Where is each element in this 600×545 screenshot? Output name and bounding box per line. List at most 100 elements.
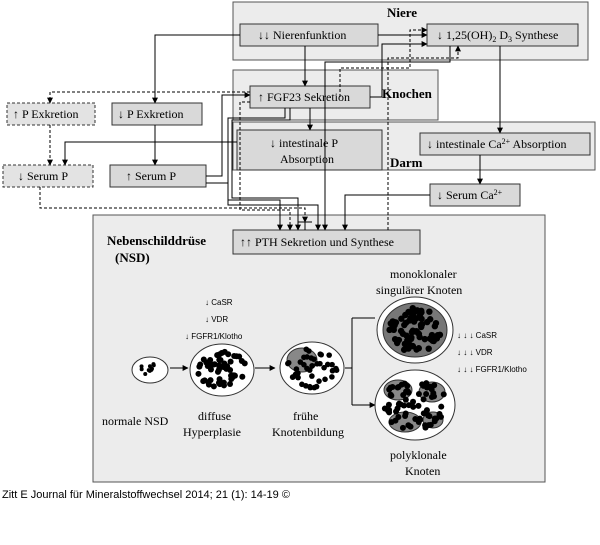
- cell-dot: [324, 361, 331, 368]
- cell-dot: [398, 381, 405, 388]
- box-p-excretion-down-text: ↓ P Exkretion: [118, 107, 184, 121]
- cell-dot: [303, 346, 310, 353]
- cell-dot: [438, 403, 445, 410]
- cell-dot: [408, 328, 416, 336]
- region-parathyroid-label-1: Nebenschilddrüse: [107, 233, 206, 248]
- cell-dot: [420, 396, 427, 403]
- cell-dot: [197, 361, 204, 368]
- stage-diffuse-label-2: Hyperplasie: [183, 425, 241, 439]
- dashed-serum-p-to-pth: [39, 187, 308, 223]
- cell-dot: [309, 362, 315, 369]
- cell-dot: [420, 410, 427, 417]
- cell-dot: [218, 349, 225, 356]
- cell-dot: [303, 383, 309, 389]
- cell-dot: [139, 367, 144, 372]
- cell-dot: [421, 335, 429, 343]
- cell-dot: [307, 384, 314, 391]
- stage-poly-label-2: Knoten: [405, 464, 440, 478]
- cell-dot: [409, 304, 416, 312]
- cell-dot: [410, 398, 417, 405]
- cell-dot: [306, 367, 313, 373]
- box-intestinal-ca-text: ↓ intestinale Ca2+ Absorption: [427, 137, 567, 151]
- cell-dot: [400, 402, 407, 409]
- box-calcitriol-text: ↓ 1,25(OH)2 D3 Synthese: [437, 28, 558, 44]
- receptor-nodular-casr: ↓ ↓ ↓ CaSR: [457, 331, 497, 340]
- cell-dot: [217, 356, 224, 363]
- cell-dot: [220, 382, 227, 389]
- cell-dot: [151, 363, 156, 368]
- cell-dot: [402, 410, 409, 417]
- region-gut-label: Darm: [390, 155, 423, 170]
- cell-dot: [393, 408, 400, 415]
- region-bone-label: Knochen: [382, 86, 433, 101]
- cell-dot: [440, 391, 447, 398]
- cell-dot: [210, 383, 217, 390]
- arrow-intestinal-p-to-serum-p: [62, 141, 237, 166]
- arrow-serum-p-to-fgf23: [206, 92, 251, 177]
- cell-dot: [395, 401, 402, 408]
- cell-dot: [203, 359, 210, 366]
- stage-poly-label-1: polyklonale: [390, 448, 447, 462]
- cell-dot: [313, 383, 320, 390]
- gland-early: [279, 341, 345, 395]
- box-pth-text: ↑↑ PTH Sekretion und Synthese: [240, 235, 394, 249]
- receptor-nodular-vdr: ↓ ↓ ↓ VDR: [457, 348, 493, 357]
- cell-dot: [405, 308, 412, 316]
- box-serum-ca-text: ↓ Serum Ca2+: [437, 188, 503, 202]
- cell-dot: [297, 359, 304, 365]
- cell-dot: [393, 339, 401, 347]
- cell-dot: [422, 422, 429, 429]
- cell-dot: [431, 323, 439, 330]
- receptor-diffuse-casr: ↓ CaSR: [205, 298, 233, 307]
- gland-mono: [376, 296, 454, 364]
- cell-dot: [402, 396, 409, 403]
- cell-dot: [412, 315, 420, 322]
- cell-dot: [314, 361, 320, 367]
- cell-dot: [207, 366, 214, 373]
- dashed-pth-to-calcitriol: [387, 45, 461, 230]
- box-intestinal-ca: [419, 132, 591, 156]
- cell-dot: [225, 351, 232, 358]
- cell-dot: [438, 413, 445, 420]
- cell-dot: [425, 345, 432, 352]
- receptor-nodular-fgfr: ↓ ↓ ↓ FGFR1/Klotho: [457, 365, 527, 374]
- cell-dot: [143, 371, 148, 376]
- cell-dot: [147, 364, 152, 369]
- arrow-kidney-to-p-excretion: [152, 34, 240, 104]
- cell-dot: [426, 308, 433, 315]
- cell-dot: [416, 415, 423, 422]
- cell-dot: [407, 423, 414, 430]
- cell-dot: [433, 335, 441, 342]
- cell-dot: [321, 364, 327, 371]
- receptor-diffuse-vdr: ↓ VDR: [205, 315, 228, 324]
- stage-mono-label-1: monoklonaler: [390, 267, 457, 281]
- box-intestinal-p-text-1: ↓ intestinale P: [270, 136, 338, 150]
- cell-dot: [418, 323, 425, 331]
- region-parathyroid-label-2: (NSD): [115, 250, 150, 265]
- citation-caption: Zitt E Journal für Mineralstoffwechsel 2…: [2, 489, 290, 501]
- cell-dot: [431, 418, 438, 425]
- box-serum-p-down-text: ↓ Serum P: [18, 169, 68, 183]
- cell-dot: [322, 376, 328, 383]
- cell-dot: [311, 356, 317, 362]
- cell-dot: [428, 393, 435, 400]
- stage-diffuse-label-1: diffuse: [198, 409, 231, 423]
- cell-dot: [220, 364, 227, 371]
- region-kidney-label: Niere: [387, 5, 417, 20]
- arrow-early-to-nodules: [345, 317, 375, 405]
- cell-dot: [229, 372, 236, 379]
- dashed-fgf23-to-calcitriol: [339, 27, 428, 97]
- gland-poly: [374, 369, 456, 441]
- cell-dot: [227, 366, 234, 373]
- stage-normal-label: normale NSD: [102, 414, 169, 428]
- cell-dot: [205, 379, 212, 386]
- box-pth: [232, 229, 421, 255]
- box-intestinal-p-text-2: Absorption: [280, 152, 334, 166]
- cell-dot: [388, 419, 395, 426]
- cell-dot: [387, 391, 394, 398]
- cell-dot: [309, 373, 315, 379]
- arrow-fgf23-to-pth-2: [227, 108, 286, 231]
- cell-dot: [195, 370, 202, 377]
- arrow-fgf23-to-calcitriol: [370, 41, 428, 98]
